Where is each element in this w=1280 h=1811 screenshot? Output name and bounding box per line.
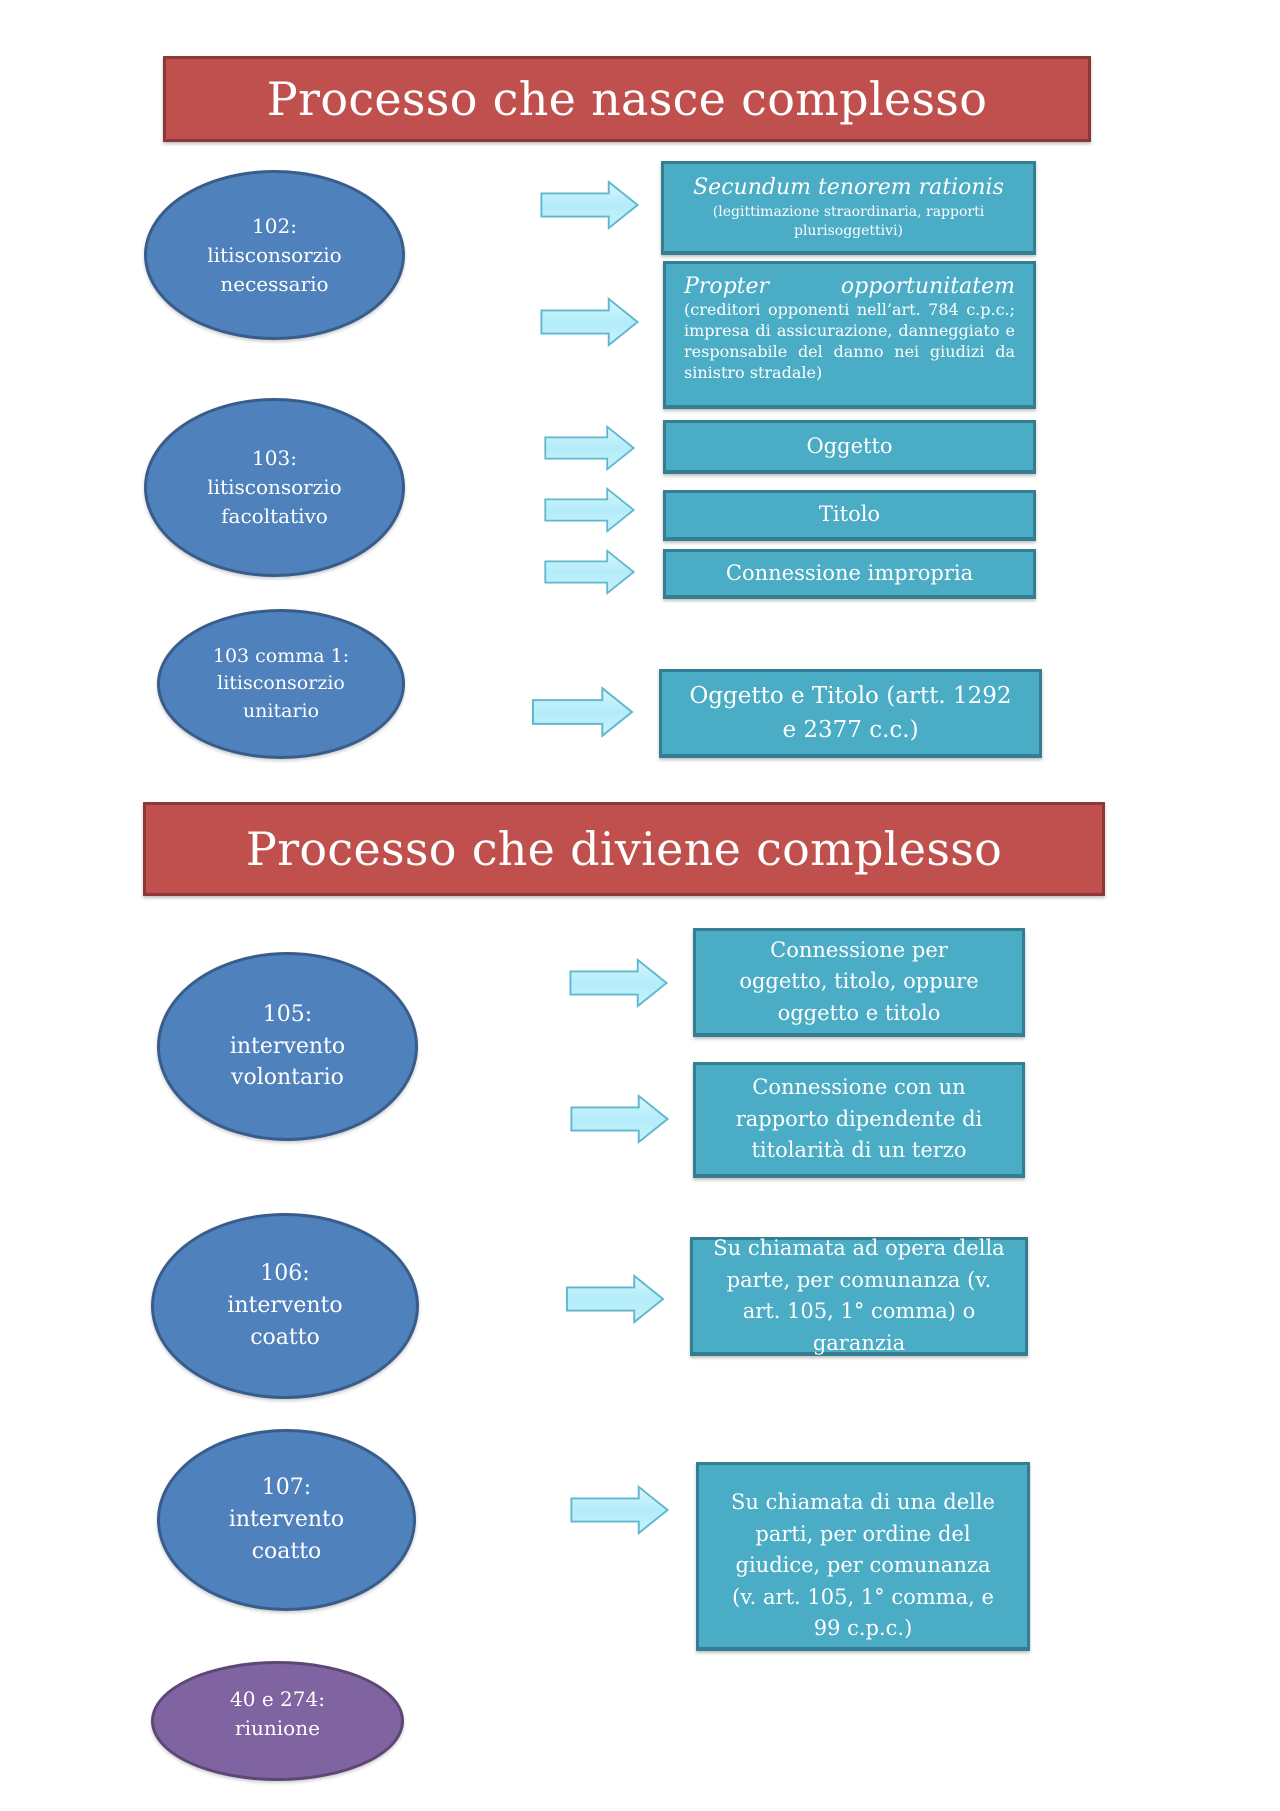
box-detail: (creditori opponenti nell’art. 784 c.p.c… (684, 300, 1015, 382)
node-label: 107: intervento coatto (228, 1475, 345, 1564)
node-107-intervento-coatto: 107: intervento coatto (157, 1429, 416, 1611)
box-text: Titolo (818, 502, 881, 527)
right-arrow-icon (538, 425, 641, 471)
right-arrow-icon (538, 297, 641, 347)
box-text: Oggetto e Titolo (artt. 1292 e 2377 c.c.… (689, 682, 1012, 744)
right-arrow-icon (531, 686, 634, 738)
box-text: Connessione impropria (725, 560, 974, 585)
box-connessione-rapporto-dipendente: Connessione con un rapporto dipendente d… (693, 1062, 1025, 1178)
node-103-comma-1-litisconsorzio-unitario: 103 comma 1: litisconsorzio unitario (157, 609, 405, 759)
box-text: Su chiamata ad opera della parte, per co… (713, 1236, 1005, 1355)
node-label: 106: intervento coatto (227, 1261, 343, 1350)
right-arrow-icon (538, 180, 641, 230)
node-102-litisconsorzio-necessario: 102: litisconsorzio necessario (144, 170, 405, 340)
box-title-left: Propter (684, 274, 770, 299)
box-title: Propter opportunitatem (684, 274, 1015, 300)
box-oggetto: Oggetto (663, 420, 1036, 474)
section-title-diviene-complesso: Processo che diviene complesso (143, 802, 1105, 896)
node-105-intervento-volontario: 105: intervento volontario (157, 952, 418, 1141)
box-chiamata-parte: Su chiamata ad opera della parte, per co… (690, 1236, 1028, 1356)
box-connessione-per-oggetto: Connessione per oggetto, titolo, oppure … (693, 928, 1025, 1037)
box-propter-opportunitatem: Propter opportunitatem (creditori oppone… (663, 261, 1036, 409)
box-text: Oggetto (806, 433, 893, 458)
box-secundum-tenorem-rationis: Secundum tenorem rationis (legittimazion… (661, 161, 1036, 255)
box-titolo: Titolo (663, 490, 1036, 541)
box-text: Connessione con un rapporto dipendente d… (735, 1075, 983, 1163)
node-label: 40 e 274: riunione (230, 1687, 325, 1740)
section-title-text: Processo che diviene complesso (245, 822, 1003, 876)
box-title: Secundum tenorem rationis (693, 175, 1004, 201)
box-text: Su chiamata di una delle parti, per ordi… (731, 1490, 995, 1640)
box-detail: (legittimazione straordinaria, rapporti … (712, 203, 985, 239)
right-arrow-icon (538, 549, 641, 595)
node-106-intervento-coatto: 106: intervento coatto (151, 1213, 419, 1399)
node-label: 105: intervento volontario (229, 1001, 346, 1091)
right-arrow-icon (538, 487, 641, 533)
right-arrow-icon (563, 1274, 667, 1324)
box-title-right: opportunitatem (840, 274, 1015, 299)
box-chiamata-giudice: Su chiamata di una delle parti, per ordi… (696, 1462, 1030, 1651)
section-title-nasce-complesso: Processo che nasce complesso (163, 56, 1091, 142)
node-label: 103: litisconsorzio facoltativo (207, 446, 342, 528)
box-connessione-impropria: Connessione impropria (663, 549, 1036, 599)
box-oggetto-e-titolo: Oggetto e Titolo (artt. 1292 e 2377 c.c.… (659, 669, 1042, 758)
node-40-274-riunione: 40 e 274: riunione (151, 1661, 404, 1781)
node-label: 103 comma 1: litisconsorzio unitario (212, 644, 350, 722)
box-text: Connessione per oggetto, titolo, oppure … (739, 937, 979, 1025)
right-arrow-icon (568, 1094, 671, 1144)
right-arrow-icon (567, 958, 670, 1008)
node-label: 102: litisconsorzio necessario (207, 213, 342, 296)
right-arrow-icon (568, 1485, 671, 1535)
node-103-litisconsorzio-facoltativo: 103: litisconsorzio facoltativo (144, 398, 405, 577)
section-title-text: Processo che nasce complesso (266, 72, 988, 126)
